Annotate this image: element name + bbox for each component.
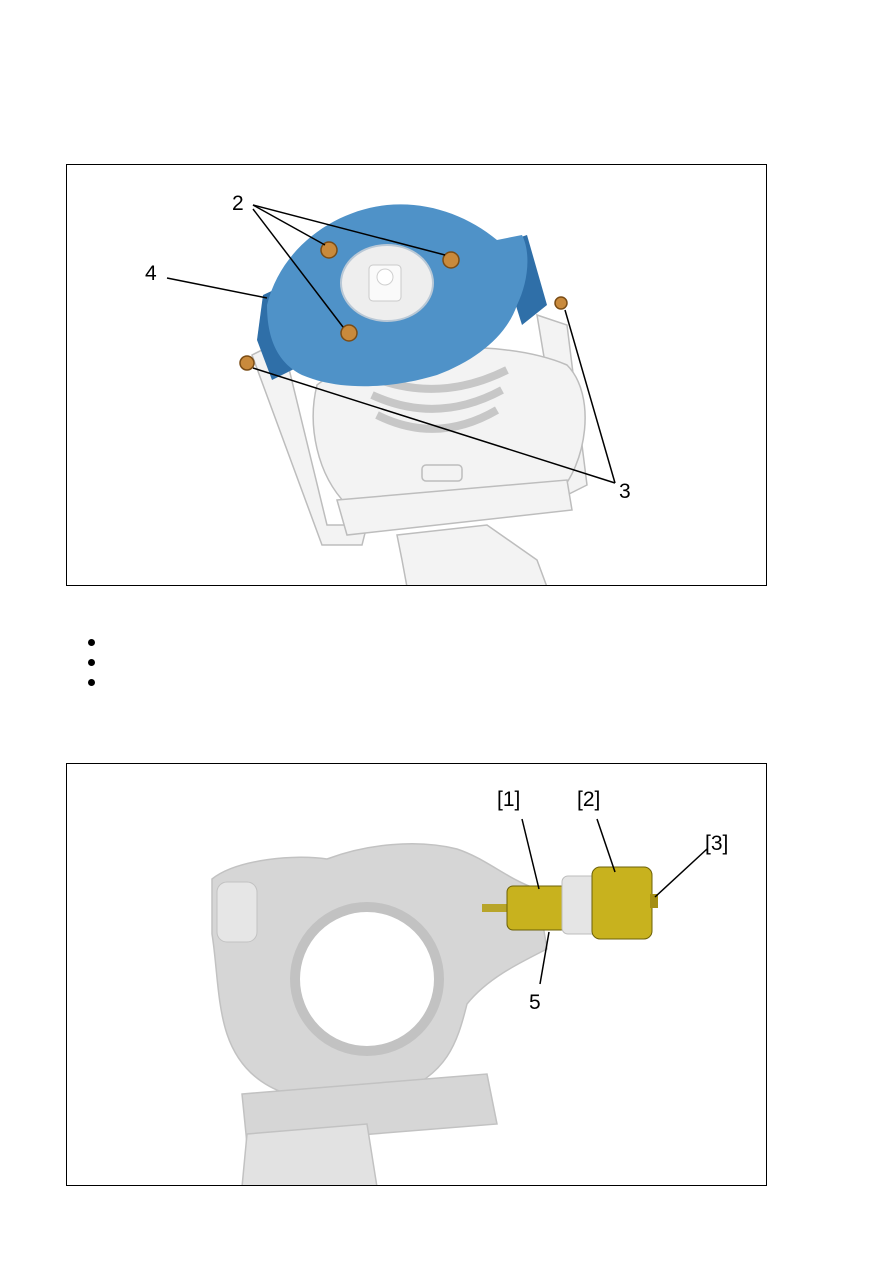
callout-3: 3 <box>619 480 631 503</box>
bullet-list <box>88 632 95 692</box>
figure-bushing-tool: [1] [2] [3] 5 <box>66 763 767 1186</box>
tool-2-body <box>591 866 653 940</box>
callout-tool-2: [2] <box>577 788 600 811</box>
strut-mount-plate <box>257 204 547 387</box>
bullet-icon <box>88 658 95 666</box>
tool-3-nut <box>650 894 658 908</box>
bullet-icon <box>88 638 95 646</box>
mount-nuts <box>239 241 568 371</box>
list-item <box>88 652 95 672</box>
list-item <box>88 672 95 692</box>
bullet-icon <box>88 678 95 686</box>
callout-2: 2 <box>232 192 244 215</box>
nut-icon <box>554 296 568 310</box>
nut-icon <box>340 324 358 342</box>
press-tool-assembly <box>482 866 658 940</box>
nut-icon <box>320 241 338 259</box>
callout-5: 5 <box>529 991 541 1014</box>
leader-lines <box>521 818 708 985</box>
tool-1-body <box>506 885 568 931</box>
figure-strut-mount: 2 4 3 <box>66 164 767 586</box>
nut-icon <box>442 251 460 269</box>
control-arm-bore <box>290 902 444 1056</box>
nut-icon <box>239 355 255 371</box>
bushing-tool-illustration: [1] [2] [3] 5 <box>211 788 728 1185</box>
threaded-rod <box>482 904 512 912</box>
leader-lines <box>166 204 616 484</box>
list-item <box>88 632 95 652</box>
strut-mount-illustration: 2 4 3 <box>145 192 631 585</box>
callout-tool-1: [1] <box>497 788 520 811</box>
callout-4: 4 <box>145 262 157 285</box>
callout-tool-3: [3] <box>705 832 728 855</box>
